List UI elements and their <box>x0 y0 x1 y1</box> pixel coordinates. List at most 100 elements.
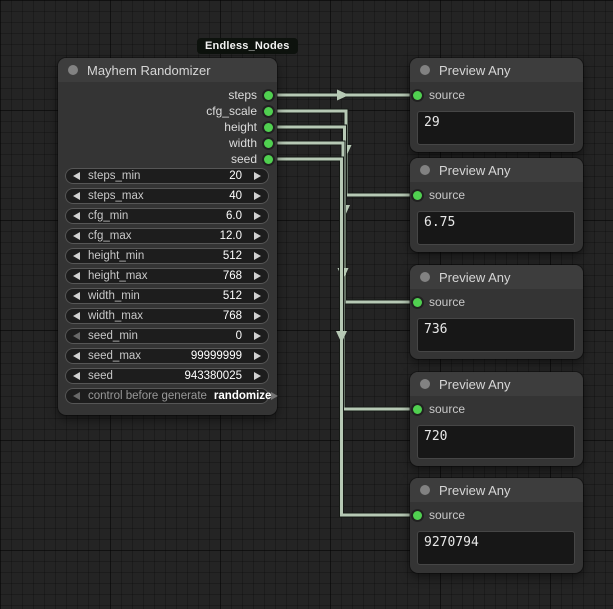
increment-arrow-icon[interactable] <box>271 392 279 400</box>
increment-arrow-icon[interactable] <box>254 292 261 300</box>
input-port-icon[interactable] <box>413 297 422 307</box>
wire-cfg-scale-to-preview-2 <box>270 108 416 198</box>
input-source: source <box>413 189 465 201</box>
collapse-dot-icon[interactable] <box>420 485 430 495</box>
input-port-icon[interactable] <box>413 90 422 100</box>
node-header[interactable]: Preview Any <box>410 58 583 82</box>
output-port-icon[interactable] <box>264 106 273 116</box>
decrement-arrow-icon[interactable] <box>73 292 80 300</box>
output-port-icon[interactable] <box>264 90 273 100</box>
collapse-dot-icon[interactable] <box>420 65 430 75</box>
widget-cfg-min[interactable]: cfg_min 6.0 <box>65 208 269 224</box>
preview-node-3[interactable]: Preview Any source 736 <box>410 265 583 359</box>
increment-arrow-icon[interactable] <box>254 172 261 180</box>
mayhem-randomizer-node[interactable]: Mayhem Randomizer steps cfg_scale height… <box>58 58 279 415</box>
wire-steps-to-preview-1 <box>270 89 416 101</box>
input-label: source <box>429 402 466 416</box>
increment-arrow-icon[interactable] <box>254 232 261 240</box>
widget-steps-min[interactable]: steps_min 20 <box>65 168 269 184</box>
increment-arrow-icon[interactable] <box>254 252 261 260</box>
increment-arrow-icon[interactable] <box>254 272 261 280</box>
preview-node-2[interactable]: Preview Any source 6.75 <box>410 158 583 252</box>
increment-arrow-icon[interactable] <box>254 212 261 220</box>
output-port-icon[interactable] <box>264 154 273 164</box>
widget-value[interactable]: 768 <box>222 270 242 282</box>
widget-height-min[interactable]: height_min 512 <box>65 248 269 264</box>
output-port-icon[interactable] <box>264 122 273 132</box>
widget-value[interactable]: 0 <box>235 330 242 342</box>
widget-seed[interactable]: seed 943380025 <box>65 368 269 384</box>
output-label: seed <box>230 152 257 166</box>
output-height: height <box>224 121 273 133</box>
widget-width-min[interactable]: width_min 512 <box>65 288 269 304</box>
output-label: height <box>224 120 257 134</box>
widget-seed-max[interactable]: seed_max 99999999 <box>65 348 269 364</box>
output-label: steps <box>228 88 257 102</box>
preview-node-5[interactable]: Preview Any source 9270794 <box>410 478 583 573</box>
node-header[interactable]: Mayhem Randomizer <box>58 58 277 82</box>
node-title: Preview Any <box>439 62 511 78</box>
decrement-arrow-icon[interactable] <box>73 392 80 400</box>
preview-node-1[interactable]: Preview Any source 29 <box>410 58 583 152</box>
widget-control-before-generate[interactable]: control before generate randomize <box>65 388 279 404</box>
input-port-icon[interactable] <box>413 190 422 200</box>
decrement-arrow-icon[interactable] <box>73 272 80 280</box>
node-header[interactable]: Preview Any <box>410 372 583 396</box>
increment-arrow-icon[interactable] <box>254 312 261 320</box>
widget-steps-max[interactable]: steps_max 40 <box>65 188 269 204</box>
decrement-arrow-icon[interactable] <box>73 212 80 220</box>
node-title: Preview Any <box>439 162 511 178</box>
widget-height-max[interactable]: height_max 768 <box>65 268 269 284</box>
node-header[interactable]: Preview Any <box>410 265 583 289</box>
input-port-icon[interactable] <box>413 404 422 414</box>
increment-arrow-icon[interactable] <box>254 192 261 200</box>
decrement-arrow-icon[interactable] <box>73 352 80 360</box>
input-label: source <box>429 508 466 522</box>
decrement-arrow-icon[interactable] <box>73 252 80 260</box>
collapse-dot-icon[interactable] <box>68 65 78 75</box>
node-title: Preview Any <box>439 482 511 498</box>
widget-value[interactable]: 512 <box>222 250 242 262</box>
preview-value-box: 720 <box>417 425 575 459</box>
increment-arrow-icon[interactable] <box>254 352 261 360</box>
decrement-arrow-icon[interactable] <box>73 172 80 180</box>
node-header[interactable]: Preview Any <box>410 478 583 502</box>
decrement-arrow-icon[interactable] <box>73 332 80 340</box>
decrement-arrow-icon[interactable] <box>73 312 80 320</box>
collapse-dot-icon[interactable] <box>420 272 430 282</box>
widget-value[interactable]: 512 <box>222 290 242 302</box>
input-port-icon[interactable] <box>413 510 422 520</box>
widget-value[interactable]: randomize <box>213 390 272 402</box>
increment-arrow-icon[interactable] <box>254 372 261 380</box>
node-header[interactable]: Preview Any <box>410 158 583 182</box>
widget-value[interactable]: 40 <box>229 190 242 202</box>
input-label: source <box>429 88 466 102</box>
preview-value-box: 736 <box>417 318 575 352</box>
preview-value-box: 9270794 <box>417 531 575 565</box>
increment-arrow-icon[interactable] <box>254 332 261 340</box>
collapse-dot-icon[interactable] <box>420 379 430 389</box>
widget-value[interactable]: 12.0 <box>219 230 242 242</box>
decrement-arrow-icon[interactable] <box>73 192 80 200</box>
preview-node-4[interactable]: Preview Any source 720 <box>410 372 583 466</box>
wire-height-to-preview-3 <box>270 124 416 305</box>
widget-value[interactable]: 20 <box>229 170 242 182</box>
widget-label: steps_max <box>88 190 144 202</box>
input-source: source <box>413 509 465 521</box>
collapse-dot-icon[interactable] <box>420 165 430 175</box>
widget-width-max[interactable]: width_max 768 <box>65 308 269 324</box>
widget-seed-min[interactable]: seed_min 0 <box>65 328 269 344</box>
output-label: width <box>228 136 257 150</box>
widget-value[interactable]: 768 <box>222 310 242 322</box>
input-source: source <box>413 403 465 415</box>
widget-value[interactable]: 6.0 <box>226 210 242 222</box>
widget-value[interactable]: 99999999 <box>190 350 242 362</box>
decrement-arrow-icon[interactable] <box>73 232 80 240</box>
widget-label: width_min <box>88 290 140 302</box>
output-port-icon[interactable] <box>264 138 273 148</box>
widget-cfg-max[interactable]: cfg_max 12.0 <box>65 228 269 244</box>
widget-value[interactable]: 943380025 <box>184 370 242 382</box>
decrement-arrow-icon[interactable] <box>73 372 80 380</box>
widget-label: cfg_min <box>88 210 129 222</box>
